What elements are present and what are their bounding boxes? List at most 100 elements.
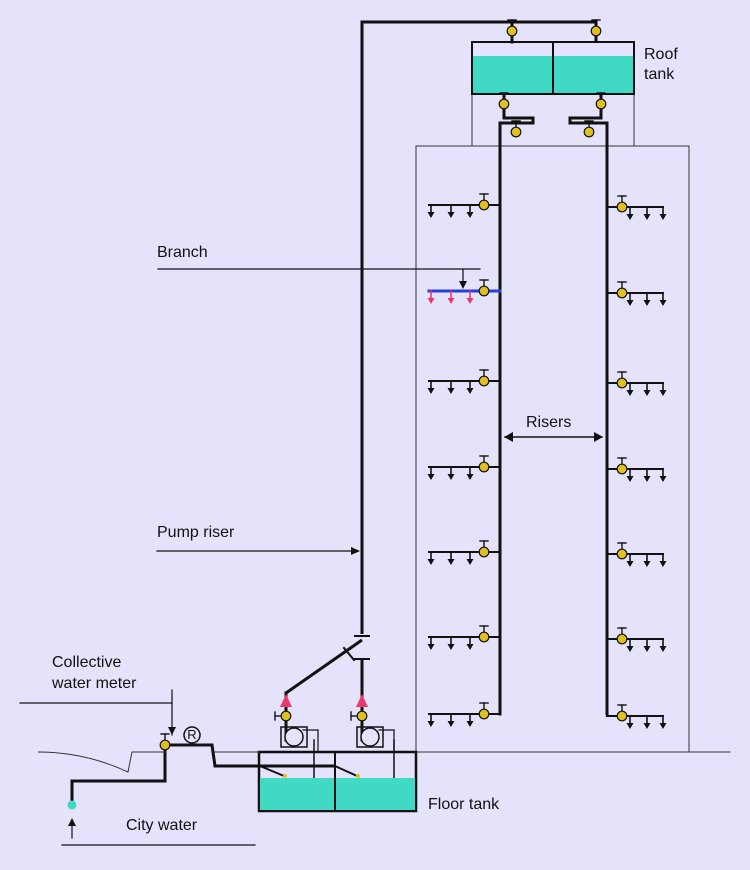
- left-fixture-1-1: [427, 204, 435, 218]
- collective-water-meter-label: Collective water meter: [52, 654, 137, 692]
- right-fixture-6-3: [659, 638, 667, 652]
- left-fixture-1-3: [466, 204, 474, 218]
- right-fixture-3-1: [626, 382, 634, 396]
- left-branch-valve-3: [478, 369, 490, 387]
- right-fixture-1-1-head: [626, 214, 634, 220]
- outlet-left-pipe: [498, 94, 535, 146]
- meter-symbol-label: R: [187, 727, 197, 742]
- pump-riser-pipe: [360, 20, 598, 634]
- right-branch-valve-7-body: [616, 710, 628, 722]
- riser-top-valve-right: [583, 120, 595, 138]
- right-branch-valve-5-body: [616, 548, 628, 560]
- city-water-arrowhead: [68, 818, 76, 826]
- branch-leader-arrowhead: [459, 281, 467, 289]
- right-fixture-1-2-head: [643, 214, 651, 220]
- right-fixture-2-3-head: [659, 300, 667, 306]
- left-fixture-4-1: [427, 466, 435, 480]
- floor-tank-shell: [257, 750, 418, 813]
- left-branch-valve-4: [478, 455, 490, 473]
- left-fixture-4-2: [447, 466, 455, 480]
- left-fixture-4-3: [466, 466, 474, 480]
- left-branch-valve-2-body: [478, 285, 490, 297]
- risers-arrowhead-right: [594, 432, 603, 442]
- left-fixture-2-1: [427, 290, 435, 304]
- right-fixture-7-1-head: [626, 723, 634, 729]
- right-fixture-6-1-head: [626, 646, 634, 652]
- right-branch-valve-3: [616, 371, 628, 389]
- right-fixture-2-2-head: [643, 300, 651, 306]
- left-branch-valve-5-body: [478, 546, 490, 558]
- left-branch-valve-1-body: [478, 199, 490, 211]
- left-fixture-3-1: [427, 380, 435, 394]
- right-fixture-6-1: [626, 638, 634, 652]
- left-fixture-6-3-head: [466, 644, 474, 650]
- float-valve-ball-2: [356, 774, 360, 778]
- right-fixture-4-1: [626, 468, 634, 482]
- right-fixture-5-2: [643, 553, 651, 567]
- risers-label: Risers: [526, 414, 572, 431]
- left-fixture-6-2: [447, 636, 455, 650]
- right-branch-valve-2-body: [616, 287, 628, 299]
- left-fixture-1-2: [447, 204, 455, 218]
- right-fixture-4-3-head: [659, 476, 667, 482]
- pump1-valve: [274, 710, 292, 722]
- right-fixture-1-2: [643, 206, 651, 220]
- right-branch-valve-5: [616, 542, 628, 560]
- left-branch-valve-7-body: [478, 708, 490, 720]
- left-fixture-7-2: [447, 713, 455, 727]
- roof-outlet-valve-left-body: [498, 98, 510, 110]
- float-valve-arm-1: [259, 765, 285, 777]
- right-branch-valve-1: [616, 195, 628, 213]
- outlet-right-pipe: [568, 94, 609, 146]
- left-fixture-5-2: [447, 551, 455, 565]
- right-fixture-5-2-head: [643, 561, 651, 567]
- floor-tank-water: [260, 778, 415, 810]
- left-fixture-7-3: [466, 713, 474, 727]
- right-branch-valve-6-body: [616, 633, 628, 645]
- right-branch-valve-7: [616, 704, 628, 722]
- right-fixture-4-2-head: [643, 476, 651, 482]
- left-fixture-2-3: [466, 290, 474, 304]
- city-water-label: City water: [126, 817, 198, 834]
- left-fixture-3-1-head: [427, 388, 435, 394]
- city-water-inlet: [67, 800, 77, 810]
- roof-inlet-valve-left: [506, 19, 518, 37]
- right-fixture-3-2-head: [643, 390, 651, 396]
- left-fixture-3-2-head: [447, 388, 455, 394]
- left-branch-valve-1: [478, 193, 490, 211]
- right-fixture-7-2: [643, 715, 651, 729]
- left-fixture-2-1-head: [427, 298, 435, 304]
- right-branch-valve-4-body: [616, 463, 628, 475]
- pump1-check-tick: [342, 646, 356, 662]
- right-fixture-1-3: [659, 206, 667, 220]
- left-fixture-5-3-head: [466, 559, 474, 565]
- left-fixture-7-1-head: [427, 721, 435, 727]
- left-branch-valve-2: [478, 279, 490, 297]
- left-fixture-7-1: [427, 713, 435, 727]
- left-fixture-2-2-head: [447, 298, 455, 304]
- left-fixture-7-2-head: [447, 721, 455, 727]
- right-fixture-3-1-head: [626, 390, 634, 396]
- left-fixture-4-2-head: [447, 474, 455, 480]
- pump2-valve-body: [356, 710, 368, 722]
- right-fixture-2-1: [626, 292, 634, 306]
- right-fixture-2-3: [659, 292, 667, 306]
- left-fixture-4-3-head: [466, 474, 474, 480]
- right-fixture-2-2: [643, 292, 651, 306]
- float-valve-arm-2: [334, 765, 358, 777]
- pump1-discharge-pipe: [285, 638, 363, 695]
- right-fixture-6-3-head: [659, 646, 667, 652]
- pump1-discharge-marker: [280, 694, 292, 707]
- right-fixture-3-3: [659, 382, 667, 396]
- left-fixture-1-3-head: [466, 212, 474, 218]
- left-fixture-5-3: [466, 551, 474, 565]
- riser-top-valve-left: [510, 120, 522, 138]
- roof-inlet-valve-left-body: [506, 25, 518, 37]
- right-fixture-7-3: [659, 715, 667, 729]
- pump-2-housing: [356, 726, 384, 748]
- pump2-discharge-marker: [356, 694, 368, 707]
- meter-valve: [159, 733, 171, 751]
- roof-outlet-valve-left: [498, 92, 510, 110]
